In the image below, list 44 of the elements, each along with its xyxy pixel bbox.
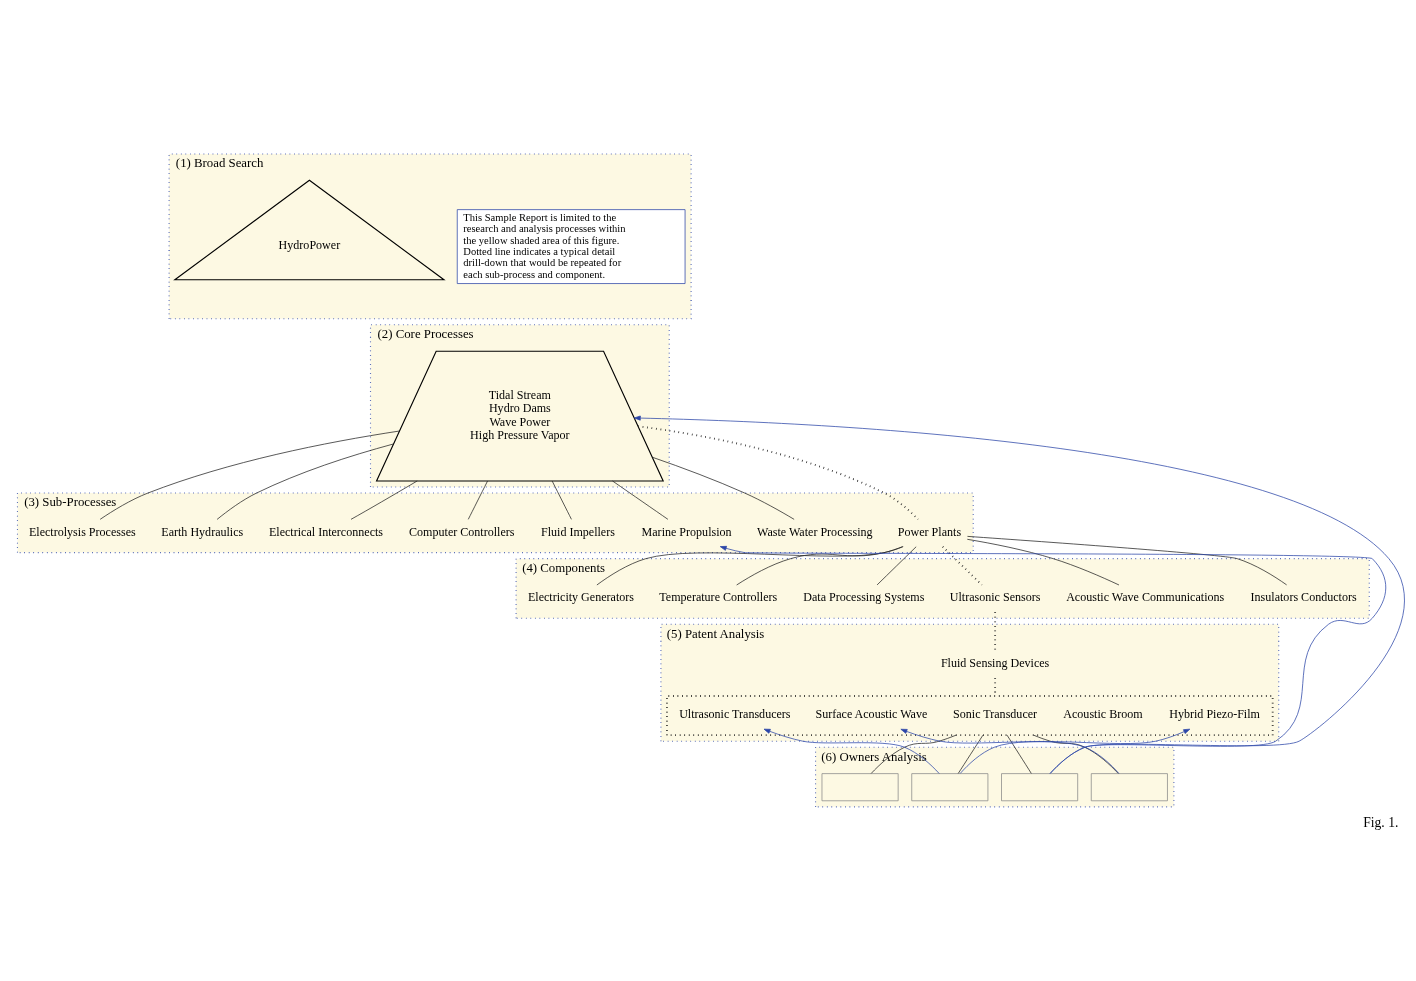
node-text: Fluid Sensing Devices xyxy=(940,655,1050,670)
connector xyxy=(967,535,1287,585)
node-text: Data Processing Systems xyxy=(803,590,925,604)
connector xyxy=(870,734,957,774)
connector xyxy=(957,734,984,774)
node-box xyxy=(821,772,899,801)
node-text: Acoustic Broom xyxy=(1063,706,1143,721)
connector xyxy=(467,480,488,520)
cluster: (6) Owners Analysis xyxy=(815,746,1175,807)
node-box xyxy=(911,772,989,801)
node-text: Sonic Transducer xyxy=(953,706,1038,721)
connector xyxy=(99,430,400,520)
connector xyxy=(941,545,983,586)
arrow xyxy=(763,728,940,774)
connector xyxy=(652,456,795,520)
node-text: Earth Hydraulics xyxy=(161,524,244,539)
connector xyxy=(736,545,904,585)
connector xyxy=(551,480,572,520)
node-text: Electrical Interconnects xyxy=(268,524,384,539)
node-text: Electricity Generators xyxy=(527,590,634,604)
node-text: Waste Water Processing xyxy=(757,524,873,539)
caption: Fig. 1. xyxy=(1363,814,1399,830)
node-box: This Sample Report is limited to the research and analysis processes within the yellow shaded area of this figure. Dotted line indicates a typical detail drill-down that would be repeated for each sub-process and component. xyxy=(456,208,686,284)
node-text: Electrolysis Processes xyxy=(28,524,136,539)
node-text: Fluid Impellers xyxy=(540,524,615,539)
connector xyxy=(876,545,917,585)
connector xyxy=(350,480,418,520)
node-text: Insulators Conductors xyxy=(1250,590,1357,604)
node-text: Hybrid Piezo-Film xyxy=(1169,706,1260,721)
node-text: Marine Propulsion xyxy=(641,524,732,539)
connector xyxy=(216,443,394,520)
node-text: Acoustic Wave Communications xyxy=(1066,590,1225,604)
node-box xyxy=(1090,772,1168,801)
node-text: Computer Controllers xyxy=(409,524,515,539)
node-text: Surface Acoustic Wave xyxy=(815,706,928,721)
node-text: Temperature Controllers xyxy=(659,590,778,604)
connector xyxy=(966,538,1120,585)
connector xyxy=(637,424,919,520)
node-box xyxy=(1001,772,1079,801)
node-text: Power Plants xyxy=(897,524,962,539)
node-text: Ultrasonic Transducers xyxy=(679,706,791,721)
node-text: Ultrasonic Sensors xyxy=(949,590,1041,604)
connector xyxy=(596,545,904,585)
connector xyxy=(1006,734,1032,774)
